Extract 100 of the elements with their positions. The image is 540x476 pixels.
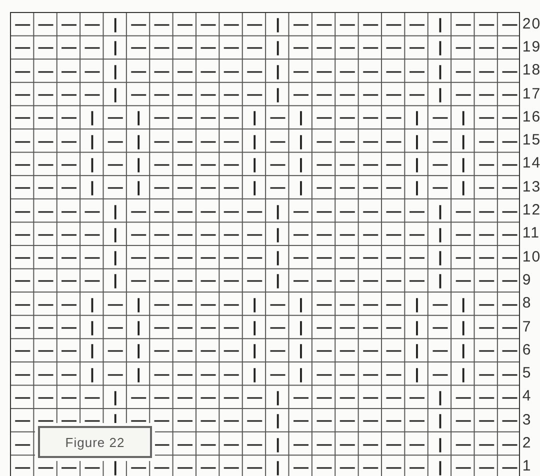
stitch-symbol: —: [270, 322, 285, 334]
row-number: 6: [522, 342, 532, 358]
stitch-symbol: —: [456, 228, 470, 240]
stitch-symbol: —: [38, 112, 53, 124]
stitch-symbol: —: [340, 65, 354, 78]
stitch-symbol: —: [201, 18, 216, 31]
stitch-symbol: —: [386, 42, 401, 54]
stitch-symbol: —: [502, 112, 517, 124]
stitch-symbol: |: [135, 182, 142, 194]
stitch-symbol: —: [386, 65, 401, 78]
stitch-symbol: —: [178, 344, 192, 357]
stitch-symbol: —: [38, 344, 53, 357]
stitch-symbol: |: [298, 298, 304, 310]
stitch-symbol: —: [480, 274, 494, 287]
stitch-symbol: |: [112, 88, 118, 101]
stitch-symbol: —: [364, 252, 378, 264]
stitch-symbol: —: [480, 252, 494, 264]
stitch-symbol: |: [89, 182, 96, 194]
stitch-symbol: —: [294, 65, 308, 78]
stitch-symbol: —: [386, 274, 401, 287]
stitch-symbol: |: [414, 182, 420, 194]
stitch-symbol: —: [502, 322, 517, 334]
stitch-symbol: —: [294, 274, 308, 287]
stitch-symbol: —: [108, 112, 122, 124]
stitch-symbol: —: [201, 112, 216, 124]
stitch-symbol: —: [480, 42, 494, 54]
stitch-symbol: —: [386, 368, 401, 380]
stitch-symbol: —: [178, 274, 192, 287]
stitch-symbol: —: [317, 391, 332, 404]
row-number: 11: [522, 226, 540, 241]
stitch-symbol: —: [248, 228, 262, 240]
stitch-symbol: —: [248, 18, 262, 31]
stitch-symbol: —: [154, 112, 169, 124]
stitch-symbol: —: [85, 42, 100, 54]
stitch-symbol: |: [251, 158, 258, 170]
stitch-symbol: —: [386, 158, 401, 170]
row-number: 12: [522, 202, 540, 218]
stitch-symbol: —: [38, 42, 53, 54]
stitch-symbol: |: [112, 274, 118, 287]
stitch-symbol: —: [154, 414, 169, 427]
stitch-symbol: —: [386, 205, 401, 218]
stitch-symbol: —: [62, 158, 76, 170]
stitch-symbol: —: [132, 42, 146, 54]
stitch-symbol: —: [16, 65, 30, 78]
stitch-symbol: —: [317, 344, 332, 357]
stitch-symbol: —: [317, 438, 332, 450]
stitch-symbol: —: [364, 18, 378, 31]
stitch-symbol: —: [317, 461, 332, 474]
row-number: 3: [522, 412, 532, 428]
stitch-symbol: —: [38, 65, 53, 78]
stitch-symbol: —: [480, 158, 494, 170]
stitch-symbol: |: [112, 205, 118, 218]
stitch-symbol: —: [16, 88, 30, 101]
stitch-symbol: —: [154, 135, 169, 148]
stitch-symbol: —: [85, 88, 100, 101]
stitch-symbol: —: [154, 274, 169, 287]
stitch-symbol: |: [298, 344, 304, 357]
stitch-symbol: —: [340, 438, 354, 450]
stitch-symbol: —: [340, 344, 354, 357]
stitch-symbol: —: [502, 18, 517, 31]
stitch-symbol: —: [248, 205, 262, 218]
stitch-symbol: —: [364, 205, 378, 218]
stitch-symbol: —: [85, 252, 100, 264]
stitch-symbol: —: [178, 368, 192, 380]
stitch-symbol: |: [251, 344, 258, 357]
stitch-symbol: |: [274, 461, 281, 474]
stitch-symbol: —: [340, 135, 354, 148]
stitch-symbol: —: [201, 298, 216, 310]
stitch-symbol: —: [224, 252, 238, 264]
stitch-symbol: —: [224, 228, 238, 240]
stitch-symbol: —: [340, 18, 354, 31]
stitch-symbol: —: [201, 205, 216, 218]
stitch-symbol: —: [317, 228, 332, 240]
stitch-symbol: —: [456, 414, 470, 427]
figure-caption: Figure 22: [65, 434, 125, 450]
stitch-symbol: —: [38, 88, 53, 101]
stitch-symbol: |: [89, 322, 96, 334]
stitch-symbol: —: [224, 42, 238, 54]
stitch-symbol: —: [317, 112, 332, 124]
stitch-symbol: —: [410, 88, 424, 101]
stitch-symbol: —: [154, 88, 169, 101]
stitch-symbol: —: [456, 461, 470, 474]
stitch-symbol: —: [201, 344, 216, 357]
stitch-symbol: —: [364, 298, 378, 310]
stitch-symbol: |: [437, 461, 444, 474]
stitch-symbol: —: [456, 438, 470, 450]
stitch-symbol: —: [340, 112, 354, 124]
stitch-symbol: —: [248, 88, 262, 101]
stitch-symbol: |: [135, 344, 142, 357]
stitch-symbol: —: [294, 42, 308, 54]
stitch-symbol: —: [502, 274, 517, 287]
stitch-symbol: —: [248, 65, 262, 78]
stitch-symbol: |: [437, 65, 444, 78]
stitch-symbol: |: [274, 274, 281, 287]
stitch-symbol: —: [456, 252, 470, 264]
stitch-symbol: —: [85, 414, 100, 427]
stitch-symbol: —: [224, 438, 238, 450]
stitch-symbol: —: [502, 344, 517, 357]
stitch-symbol: —: [224, 274, 238, 287]
stitch-symbol: —: [201, 274, 216, 287]
